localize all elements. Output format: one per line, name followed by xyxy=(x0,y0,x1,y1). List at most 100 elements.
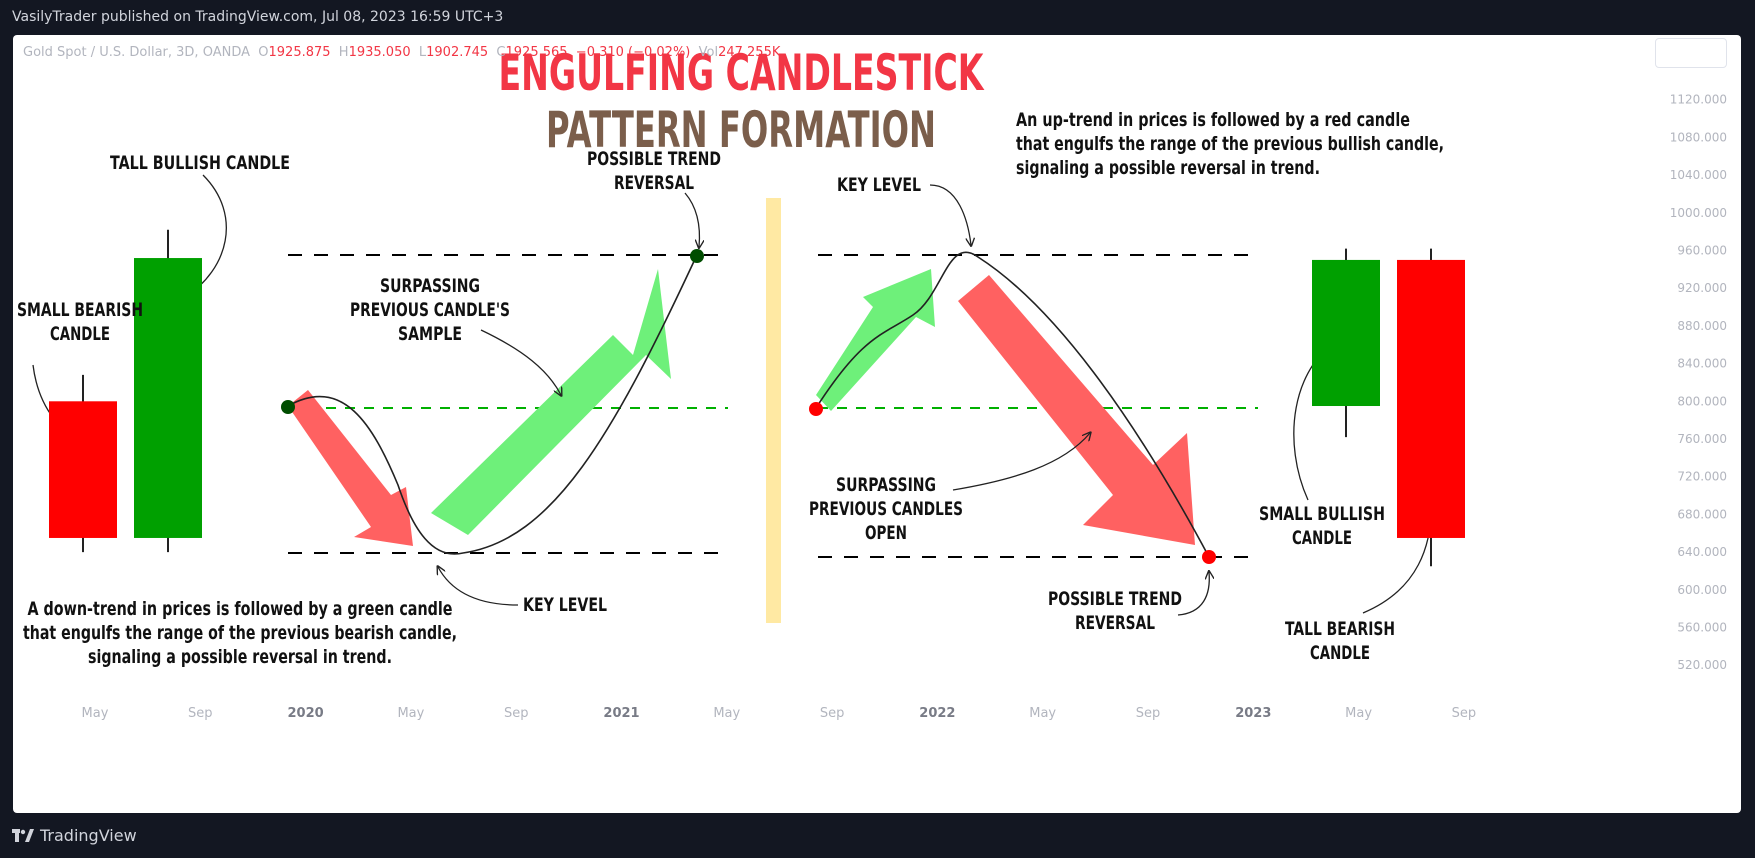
x-tick-label: May xyxy=(397,706,424,721)
label-tall-bearish-1: TALL BEARISH xyxy=(1285,618,1395,640)
y-tick-label: 520.000 xyxy=(1677,658,1727,672)
small-bearish-candle-body xyxy=(49,401,117,538)
label-key-level-right: KEY LEVEL xyxy=(837,174,921,196)
label-small-bullish-1: SMALL BULLISH xyxy=(1259,503,1385,525)
x-tick-label: May xyxy=(713,706,740,721)
open-label: O xyxy=(258,45,269,60)
arrow-surpassing-open xyxy=(952,433,1090,491)
x-tick-label: Sep xyxy=(820,706,845,721)
label-surpassing-sample-1: SURPASSING xyxy=(380,275,480,297)
label-small-bullish-2: CANDLE xyxy=(1292,527,1352,549)
label-bull-desc-3: signaling a possible reversal in trend. xyxy=(88,646,392,668)
change-value: −0.310 (−0.02%) xyxy=(575,45,691,60)
published-header: VasilyTrader published on TradingView.co… xyxy=(12,9,504,25)
y-tick-label: 720.000 xyxy=(1677,470,1727,484)
start-dot-left xyxy=(281,400,295,414)
y-tick-label: 560.000 xyxy=(1677,621,1727,635)
y-axis: 1160.0001120.0001080.0001040.0001000.000… xyxy=(1670,55,1727,672)
reversal-dot-bottom-right xyxy=(1202,550,1216,564)
x-tick-label: 2021 xyxy=(603,706,639,721)
up-trend-arrow-right xyxy=(816,269,935,411)
label-small-bearish-1: SMALL BEARISH xyxy=(17,299,143,321)
close-label: C xyxy=(496,45,506,60)
y-tick-label: 640.000 xyxy=(1677,545,1727,559)
y-tick-label: 680.000 xyxy=(1677,507,1727,521)
x-tick-label: May xyxy=(1345,706,1372,721)
tall-bearish-candle-body xyxy=(1397,259,1465,538)
x-tick-label: Sep xyxy=(188,706,213,721)
title-line-1: ENGULFING CANDLESTICK xyxy=(499,44,985,102)
price-path-left xyxy=(287,256,697,555)
label-bull-desc-1: A down-trend in prices is followed by a … xyxy=(28,598,453,620)
x-axis: May Sep 2020 May Sep 2021 May Sep 2022 May Sep 2023… xyxy=(82,706,1477,721)
y-tick-label: 920.000 xyxy=(1677,281,1727,295)
label-bull-desc-2: that engulfs the range of the previous b… xyxy=(23,622,457,644)
label-surpassing-sample-3: SAMPLE xyxy=(398,323,462,345)
x-tick-label: Sep xyxy=(504,706,529,721)
start-dot-right xyxy=(809,402,823,416)
vol-value: 247.255K xyxy=(718,45,781,60)
y-tick-label: 960.000 xyxy=(1677,244,1727,258)
vol-label: Vol xyxy=(698,45,719,60)
label-key-level-left: KEY LEVEL xyxy=(523,594,607,616)
tradingview-logo-icon xyxy=(12,828,34,842)
x-tick-label: 2020 xyxy=(288,706,324,721)
arrow-key-level-left xyxy=(438,567,519,606)
reversal-dot-top-left xyxy=(690,249,704,263)
x-tick-label: May xyxy=(82,706,109,721)
candles-group xyxy=(49,229,1465,567)
label-tall-bullish: TALL BULLISH CANDLE xyxy=(110,152,290,174)
y-tick-label: 880.000 xyxy=(1677,319,1727,333)
x-tick-label: 2022 xyxy=(919,706,955,721)
label-surpassing-open-1: SURPASSING xyxy=(836,474,936,496)
label-small-bearish-2: CANDLE xyxy=(50,323,110,345)
search-box[interactable] xyxy=(1655,38,1727,68)
arrow-surpassing-sample xyxy=(480,329,561,395)
y-tick-label: 600.000 xyxy=(1677,583,1727,597)
divider-bar xyxy=(766,198,781,623)
x-tick-label: Sep xyxy=(1452,706,1477,721)
high-label: H xyxy=(338,45,349,60)
arrow-key-level-right xyxy=(929,184,971,245)
symbol-legend: Gold Spot / U.S. Dollar, 3D, OANDA O1925… xyxy=(23,45,780,60)
y-tick-label: 800.000 xyxy=(1677,394,1727,408)
close-value: 1925.565 xyxy=(505,45,568,60)
arrow-possible-trend-right xyxy=(1177,572,1209,616)
label-bear-desc-1: An up-trend in prices is followed by a r… xyxy=(1016,109,1410,131)
y-tick-label: 1000.000 xyxy=(1670,206,1727,220)
y-tick-label: 1080.000 xyxy=(1670,130,1727,144)
y-tick-label: 1040.000 xyxy=(1670,168,1727,182)
low-label: L xyxy=(418,45,427,60)
small-bullish-candle-body xyxy=(1312,259,1380,407)
label-possible-trend-right-1: POSSIBLE TREND xyxy=(1048,588,1182,610)
chart-area[interactable]: 1160.0001120.0001080.0001040.0001000.000… xyxy=(13,35,1741,813)
x-tick-label: Sep xyxy=(1136,706,1161,721)
tall-bullish-candle-body xyxy=(134,258,202,538)
footer-brand: TradingView xyxy=(40,826,137,845)
title-line-2: PATTERN FORMATION xyxy=(546,101,936,159)
label-surpassing-open-3: OPEN xyxy=(865,522,907,544)
label-surpassing-sample-2: PREVIOUS CANDLE'S xyxy=(350,299,510,321)
low-value: 1902.745 xyxy=(426,45,489,60)
x-tick-label: May xyxy=(1029,706,1056,721)
price-path-right xyxy=(815,251,1210,558)
label-possible-trend-2: REVERSAL xyxy=(614,172,694,194)
label-tall-bearish-2: CANDLE xyxy=(1310,642,1370,664)
down-trend-arrow-left xyxy=(288,390,413,546)
up-trend-arrow-left xyxy=(431,269,671,535)
arrow-possible-trend-left xyxy=(684,192,699,247)
y-tick-label: 1120.000 xyxy=(1670,93,1727,107)
x-tick-label: 2023 xyxy=(1235,706,1271,721)
open-value: 1925.875 xyxy=(268,45,331,60)
chart-svg: 1160.0001120.0001080.0001040.0001000.000… xyxy=(17,44,1727,721)
label-possible-trend-right-2: REVERSAL xyxy=(1075,612,1155,634)
label-possible-trend-1: POSSIBLE TREND xyxy=(587,148,721,170)
symbol-name[interactable]: Gold Spot / U.S. Dollar, 3D, OANDA xyxy=(23,45,250,60)
label-bear-desc-3: signaling a possible reversal in trend. xyxy=(1016,157,1320,179)
down-trend-arrow-right xyxy=(958,275,1195,545)
footer-logo[interactable]: TradingView xyxy=(12,826,137,845)
label-surpassing-open-2: PREVIOUS CANDLES xyxy=(809,498,963,520)
label-bear-desc-2: that engulfs the range of the previous b… xyxy=(1016,133,1444,155)
y-tick-label: 760.000 xyxy=(1677,432,1727,446)
high-value: 1935.050 xyxy=(348,45,411,60)
